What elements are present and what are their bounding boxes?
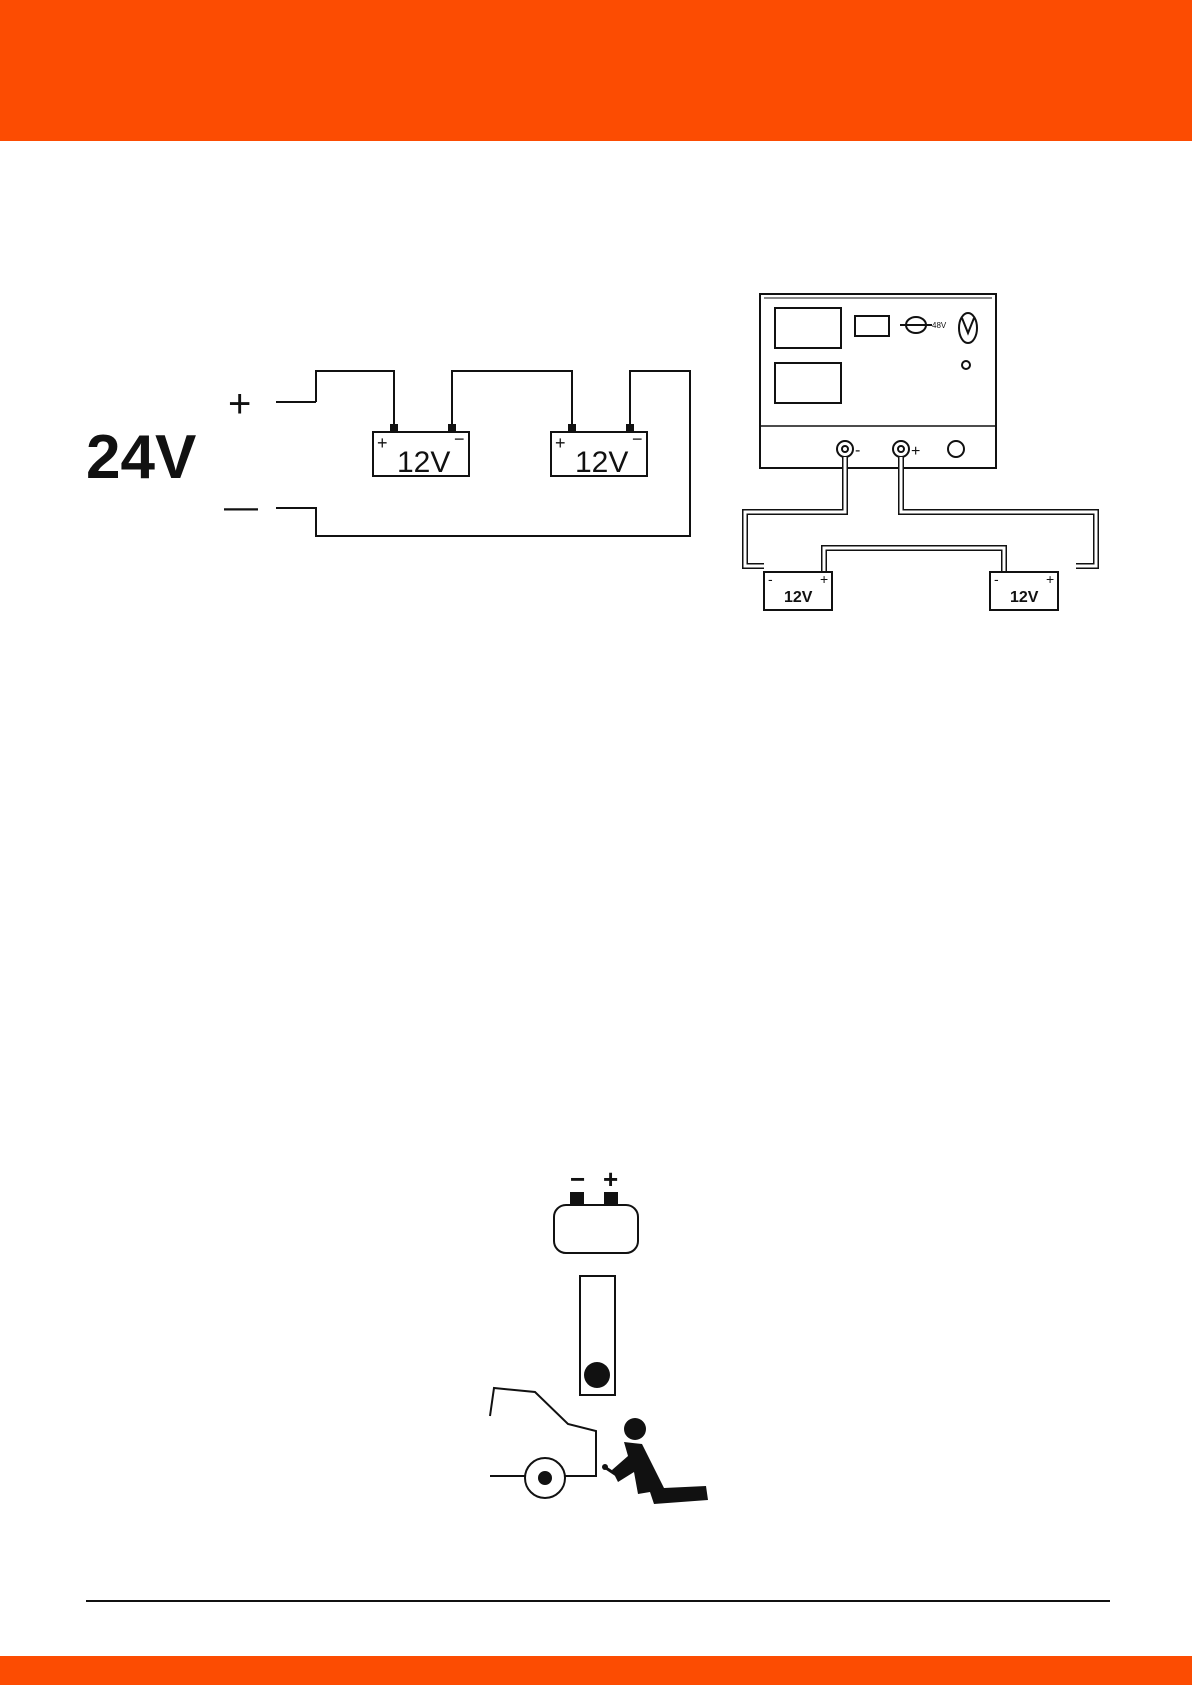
charger-connection-drawing: 48V - + - + 12V - + 12V [0, 0, 1192, 700]
charger-battery-1: - + 12V [764, 571, 832, 610]
footer-band [0, 1656, 1192, 1685]
battery-plus-label: + [1046, 571, 1054, 587]
footer-rule [86, 1600, 1110, 1602]
battery-plus-label: + [820, 571, 828, 587]
dial-mark: 48V [932, 321, 947, 330]
battery-minus-label: - [768, 571, 773, 587]
safety-pictogram: − + [0, 1150, 1192, 1520]
battery-voltage-label: 12V [784, 589, 813, 606]
battery-minus-label: - [994, 571, 999, 587]
battery-icon: − + [554, 1164, 638, 1253]
battery-minus-label: − [570, 1164, 585, 1194]
kneeling-person-icon [602, 1418, 708, 1504]
battery-plus-label: + [603, 1164, 618, 1194]
battery-voltage-label: 12V [1010, 589, 1039, 606]
terminal-minus-label: - [855, 442, 860, 459]
charger-battery-2: - + 12V [990, 571, 1058, 610]
acid-level-tube-icon [580, 1276, 615, 1395]
terminal-plus-label: + [911, 443, 920, 460]
charger-cables [745, 457, 1096, 574]
car-icon [490, 1388, 596, 1498]
